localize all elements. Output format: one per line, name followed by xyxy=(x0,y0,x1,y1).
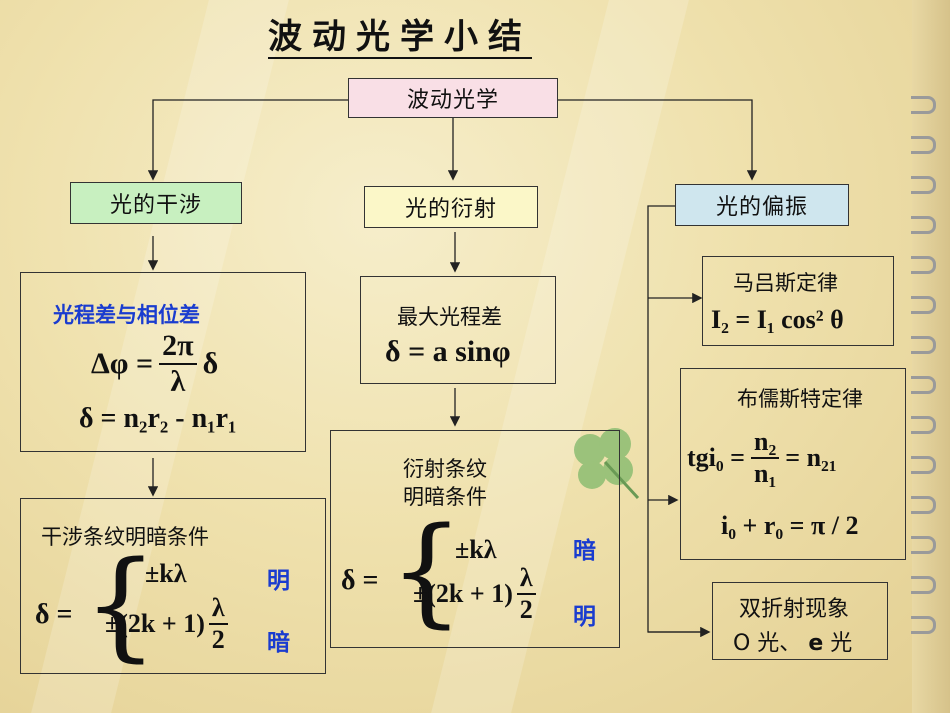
phase-numerator: 2π xyxy=(159,331,197,365)
diffraction-case2-num: λ xyxy=(516,565,536,595)
brewster-box: 布儒斯特定律 tgi₀ = n₂ n₁ = n₂₁ i₀ + r₀ = π / … xyxy=(680,368,906,560)
birefringence-e-suffix: 光 xyxy=(830,631,853,656)
binder-ring-icon xyxy=(911,96,936,114)
phase-tail: δ xyxy=(202,347,219,380)
brewster-angle-formula: i₀ + r₀ = π / 2 xyxy=(721,511,859,540)
diffraction-fringe-heading-2: 明暗条件 xyxy=(403,485,487,509)
brewster-rhs: = n₂₁ xyxy=(785,443,837,472)
diffraction-case2: ±(2k + 1) λ 2 xyxy=(413,565,536,623)
binder-ring-icon xyxy=(911,616,936,634)
diffraction-fringe-heading-1: 衍射条纹 xyxy=(403,457,487,481)
diffraction-heading: 最大光程差 xyxy=(397,305,502,329)
max-path-formula: δ = a sinφ xyxy=(385,335,511,368)
interference-fringe-box: 干涉条纹明暗条件 δ = { ±kλ ±(2k + 1) λ 2 明 暗 xyxy=(20,498,326,674)
diffraction-dark-label: 暗 xyxy=(573,538,596,564)
brewster-denominator: n₁ xyxy=(754,459,777,488)
diffraction-case2-den: 2 xyxy=(519,595,533,624)
brace-icon: { xyxy=(83,535,159,673)
birefringence-box: 双折射现象 O 光、 e 光 xyxy=(712,582,888,660)
page-title: 波动光学小结 xyxy=(268,17,532,60)
brewster-formula: tgi₀ = n₂ n₁ = n₂₁ xyxy=(687,429,837,487)
diffraction-bright-label: 明 xyxy=(573,604,596,630)
interference-case2-pre: ±(2k + 1) xyxy=(105,609,205,638)
binder-ring-icon xyxy=(911,216,936,234)
interference-fringe-heading: 干涉条纹明暗条件 xyxy=(41,525,209,549)
malus-box: 马吕斯定律 I₂ = I₁ cos² θ xyxy=(702,256,894,346)
path-difference-formula: δ = n₂r₂ - n₁r₁ xyxy=(79,403,237,434)
interference-case2-fraction: λ 2 xyxy=(208,595,228,654)
diffraction-delta: δ = xyxy=(341,565,379,596)
binder-ring-icon xyxy=(911,136,936,154)
birefringence-o-ray: O 光、 xyxy=(733,631,802,656)
diffraction-path-box: 最大光程差 δ = a sinφ xyxy=(360,276,556,384)
interference-bright-label: 明 xyxy=(267,568,290,594)
brewster-fraction: n₂ n₁ xyxy=(751,429,780,488)
interference-case2: ±(2k + 1) λ 2 xyxy=(105,595,228,653)
interference-delta: δ = xyxy=(35,599,73,630)
binder-ring-icon xyxy=(911,256,936,274)
interference-dark-label: 暗 xyxy=(267,630,290,656)
diffraction-fringe-box: 衍射条纹 明暗条件 δ = { ±kλ ±(2k + 1) λ 2 暗 明 xyxy=(330,430,620,648)
interference-case1: ±kλ xyxy=(145,559,187,588)
malus-title: 马吕斯定律 xyxy=(733,271,838,295)
notebook-spine xyxy=(912,0,950,713)
binder-ring-icon xyxy=(911,296,936,314)
brewster-lhs: tgi₀ = xyxy=(687,443,745,472)
phase-formula: Δφ = 2π λ δ xyxy=(91,331,218,397)
brewster-numerator: n₂ xyxy=(751,429,780,459)
phase-fraction: 2π λ xyxy=(159,331,197,398)
brace-icon: { xyxy=(389,501,465,639)
diffraction-case2-fraction: λ 2 xyxy=(516,565,536,624)
polarization-node: 光的偏振 xyxy=(675,184,849,226)
binder-ring-icon xyxy=(911,576,936,594)
clover-icon xyxy=(574,428,640,500)
phase-lhs: Δφ = xyxy=(91,347,154,380)
binder-ring-icon xyxy=(911,176,936,194)
binder-ring-icon xyxy=(911,416,936,434)
interference-node: 光的干涉 xyxy=(70,182,242,224)
brewster-title: 布儒斯特定律 xyxy=(737,387,863,411)
interference-case2-den: 2 xyxy=(211,625,225,654)
birefringence-rays: O 光、 e 光 xyxy=(733,625,852,657)
binder-ring-icon xyxy=(911,496,936,514)
diffraction-case1: ±kλ xyxy=(455,535,497,564)
birefringence-title: 双折射现象 xyxy=(739,597,850,622)
interference-path-box: 光程差与相位差 Δφ = 2π λ δ δ = n₂r₂ - n₁r₁ xyxy=(20,272,306,452)
interference-case2-num: λ xyxy=(208,595,228,625)
diffraction-case2-pre: ±(2k + 1) xyxy=(413,579,513,608)
interference-heading: 光程差与相位差 xyxy=(53,303,200,327)
birefringence-e-ray: e xyxy=(808,631,824,656)
root-node: 波动光学 xyxy=(348,78,558,118)
binder-ring-icon xyxy=(911,336,936,354)
binder-ring-icon xyxy=(911,456,936,474)
diffraction-node: 光的衍射 xyxy=(364,186,538,228)
phase-denominator: λ xyxy=(170,365,186,398)
binder-ring-icon xyxy=(911,376,936,394)
binder-ring-icon xyxy=(911,536,936,554)
malus-formula: I₂ = I₁ cos² θ xyxy=(711,305,844,334)
